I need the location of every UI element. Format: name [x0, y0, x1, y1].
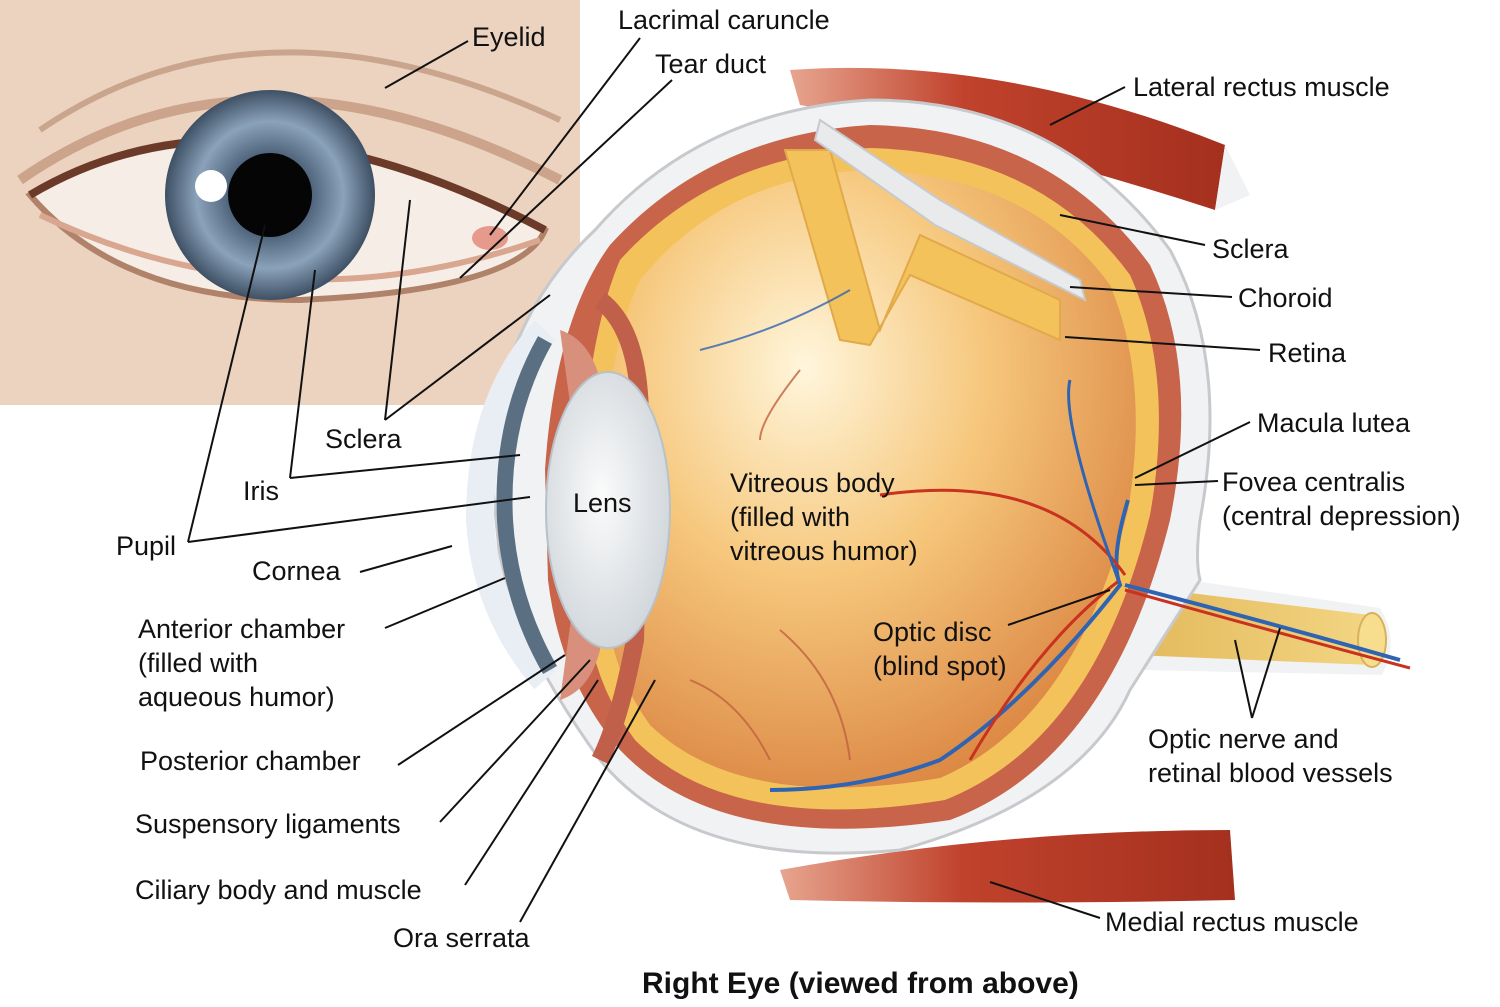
vitreous-body: [602, 170, 1136, 788]
label-lacrimal-caruncle: Lacrimal caruncle: [618, 5, 830, 35]
label-optic-disc-line2: (blind spot): [873, 651, 1007, 681]
label-sclera-left: Sclera: [325, 424, 403, 454]
label-fovea-line1: Fovea centralis: [1222, 467, 1405, 497]
label-optic-disc-line1: Optic disc: [873, 617, 992, 647]
label-posterior-chamber: Posterior chamber: [140, 746, 361, 776]
label-choroid: Choroid: [1238, 283, 1333, 313]
label-cornea: Cornea: [252, 556, 342, 586]
light-reflection: [195, 170, 227, 202]
diagram-caption: Right Eye (viewed from above): [642, 967, 1079, 1000]
label-medial-rectus: Medial rectus muscle: [1105, 907, 1359, 937]
label-iris: Iris: [243, 476, 279, 506]
label-vitreous-line1: Vitreous body: [730, 468, 895, 498]
label-retina: Retina: [1268, 338, 1347, 368]
label-anterior-line1: Anterior chamber: [138, 614, 345, 644]
label-tear-duct: Tear duct: [655, 49, 767, 79]
iris-section: [496, 336, 557, 674]
label-fovea-line2: (central depression): [1222, 501, 1461, 531]
external-eye-illustration: [0, 0, 580, 405]
retinal-artery: [1124, 588, 1411, 670]
label-ora-serrata: Ora serrata: [393, 923, 531, 953]
caruncle: [472, 226, 508, 250]
label-optic-nerve-line1: Optic nerve and: [1148, 724, 1339, 754]
label-lateral-rectus: Lateral rectus muscle: [1133, 72, 1390, 102]
medial-rectus-muscle: [780, 830, 1235, 903]
label-lens: Lens: [573, 488, 632, 518]
label-sclera-right: Sclera: [1212, 234, 1290, 264]
label-vitreous-line3: vitreous humor): [730, 536, 918, 566]
label-vitreous-line2: (filled with: [730, 502, 850, 532]
label-macula-lutea: Macula lutea: [1257, 408, 1411, 438]
label-optic-nerve-line2: retinal blood vessels: [1148, 758, 1393, 788]
pupil-external: [228, 153, 312, 237]
label-pupil: Pupil: [116, 531, 176, 561]
cornea-shape: [465, 320, 556, 690]
label-eyelid: Eyelid: [472, 22, 546, 52]
lens-shape: [545, 371, 671, 649]
labels: Eyelid Lacrimal caruncle Tear duct Later…: [116, 5, 1461, 1000]
leader-lines: [187, 37, 1281, 923]
label-anterior-line2: (filled with: [138, 648, 258, 678]
label-anterior-line3: aqueous humor): [138, 682, 335, 712]
label-ciliary-body: Ciliary body and muscle: [135, 875, 422, 905]
label-suspensory-ligaments: Suspensory ligaments: [135, 809, 401, 839]
